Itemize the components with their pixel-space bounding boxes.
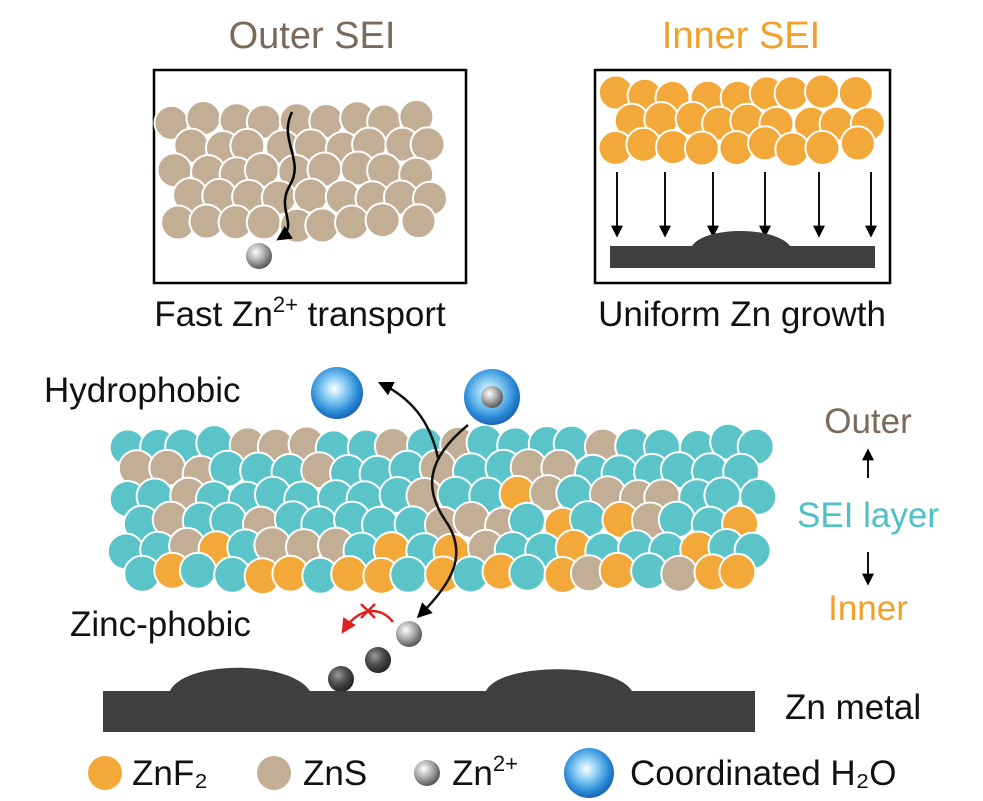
inner-sei-particles	[597, 73, 886, 168]
legend-zns: ZnS	[303, 754, 367, 793]
hydrophobic-label: Hydrophobic	[44, 371, 241, 410]
repelled-water-icon	[311, 367, 363, 419]
red-x-icon	[360, 603, 376, 619]
zns-swatch-icon	[257, 756, 291, 790]
particle	[409, 126, 446, 163]
particle	[364, 202, 401, 239]
zn-ion-core-icon	[481, 386, 503, 408]
outer-sei-title: Outer SEI	[229, 15, 396, 57]
sei-layer-particles	[106, 422, 778, 596]
zn-ion-icon	[396, 621, 422, 647]
particle	[839, 125, 876, 162]
zn-ion-icon	[365, 647, 391, 673]
particle	[804, 129, 841, 166]
outer-direction-label: Outer	[824, 402, 912, 441]
particle	[292, 177, 329, 214]
legend-zn-ion: Zn2+	[452, 751, 518, 793]
legend-water: Coordinated H₂O	[630, 754, 897, 793]
zn-ion-swatch-icon	[414, 760, 440, 786]
particle	[739, 477, 778, 516]
zn-metal-label: Zn metal	[785, 688, 921, 727]
outer-sei-particles	[153, 98, 448, 244]
transport-arrow	[276, 111, 296, 241]
particle	[837, 75, 874, 112]
zn-deposit-layer	[610, 231, 875, 268]
particle	[683, 130, 720, 167]
ion-path-arrow	[416, 424, 469, 619]
uniform-deposition-arrows	[611, 172, 877, 238]
sei-layer-label: SEI layer	[797, 496, 939, 535]
particle	[774, 131, 811, 168]
particle	[773, 75, 810, 112]
inner-direction-label: Inner	[828, 589, 908, 628]
inner-sei-title: Inner SEI	[662, 15, 820, 57]
legend-znf2: ZnF₂	[132, 754, 208, 793]
zn-metal-electrode	[103, 667, 755, 732]
water-swatch-icon	[564, 748, 614, 798]
particle	[330, 555, 369, 593]
particle	[389, 555, 428, 594]
blocked-arrow	[341, 609, 394, 634]
outer-sei-caption: Fast Zn2+ transport	[154, 292, 446, 334]
particle	[304, 207, 341, 244]
znf2-swatch-icon	[88, 756, 122, 790]
particle	[245, 204, 282, 241]
particle	[718, 552, 757, 591]
repel-arrow	[377, 381, 440, 459]
particle	[400, 203, 437, 240]
particle	[508, 553, 547, 592]
inner-sei-caption: Uniform Zn growth	[598, 295, 886, 334]
legend: ZnF₂ ZnS Zn2+ Coordinated H₂O	[88, 748, 897, 798]
zn-ion-icon	[328, 666, 354, 692]
zn-ion-icon	[246, 243, 272, 269]
zincphobic-label: Zinc-phobic	[70, 605, 251, 644]
particle	[660, 554, 699, 593]
particle	[804, 73, 840, 110]
particle	[178, 551, 217, 590]
particle	[334, 204, 370, 241]
